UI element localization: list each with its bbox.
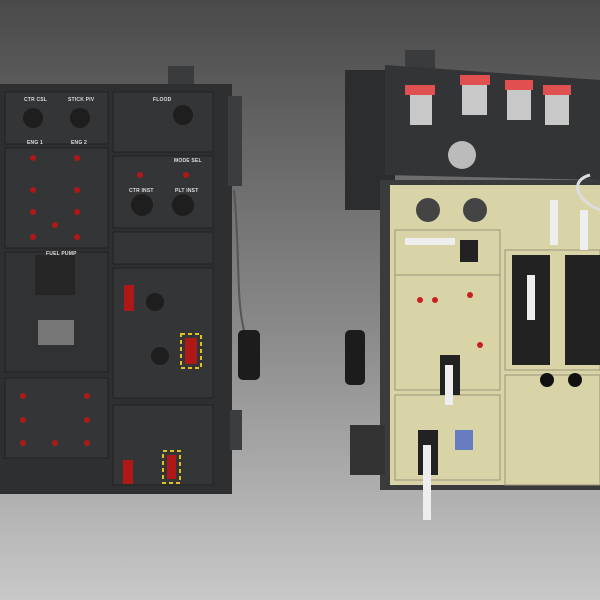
label-stick-piv: STICK PIV	[68, 97, 95, 103]
label-mode-sel: MODE SEL	[174, 158, 202, 164]
label-ctr-csl: CTR CSL	[24, 97, 48, 103]
left-control-panel	[0, 66, 260, 494]
label-eng1: ENG 1	[27, 140, 44, 146]
right-open-panel	[345, 50, 600, 520]
label-eng2: ENG 2	[71, 140, 88, 146]
label-ctr-inst: CTR INST	[129, 188, 154, 194]
label-fuel-pump: FUEL PUMP	[46, 251, 77, 257]
label-plt-inst: PLT INST	[175, 188, 199, 194]
label-flood: FLOOD	[153, 97, 172, 103]
